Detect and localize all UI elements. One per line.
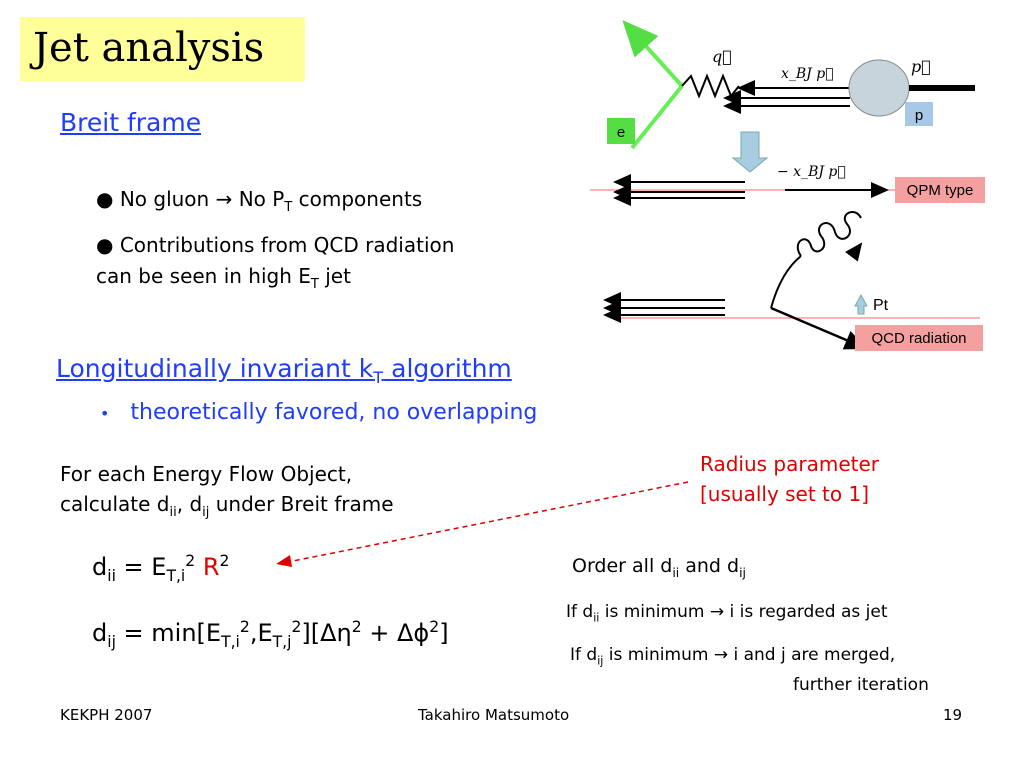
breit-frame-heading: Breit frame (60, 108, 202, 137)
bullet-contributions-line2: can be seen in high ET jet (96, 264, 351, 292)
radius-parameter-line1: Radius parameter (700, 452, 880, 476)
qcd-radiation-box (855, 325, 983, 351)
if-dii-rule: If dii is minimum → i is regarded as jet (566, 602, 888, 625)
right-arrow-icon: → (709, 602, 725, 622)
quark-outgoing-line (770, 306, 868, 350)
minus-xbj-label: − x_BJ p⃗ (777, 164, 846, 180)
p-vector-label: p⃗ (911, 57, 931, 76)
right-arrow-icon: → (215, 187, 233, 211)
slide-title: Jet analysis (33, 25, 265, 71)
footer-event: KEKPH 2007 (60, 706, 153, 724)
outgoing-electron-line (622, 20, 684, 88)
qpm-type-box (895, 177, 985, 203)
qpm-type-label: QPM type (907, 182, 974, 199)
quark-radiating-line (770, 255, 802, 309)
proton-blob (848, 59, 910, 117)
gluon-arrow (845, 242, 863, 262)
qcd-radiation-label: QCD radiation (871, 330, 966, 347)
if-dij-rule: If dij is minimum → i and j are merged, (570, 645, 896, 668)
bullet-contributions: ● Contributions from QCD radiation (96, 233, 455, 257)
dii-formula: dii = ET,i2 R2 (92, 552, 230, 585)
kt-bullet: • theoretically favored, no overlapping (100, 400, 538, 425)
incoming-electron-line (630, 84, 684, 150)
xbj-label: x_BJ p⃗ (781, 66, 834, 82)
radius-parameter-line2: [usually set to 1] (700, 482, 870, 506)
page-number: 19 (943, 706, 963, 724)
title-background (20, 17, 305, 81)
pt-label: Pt (873, 297, 889, 314)
efo-line1: For each Energy Flow Object, (60, 462, 353, 486)
bullet-dot-icon: ● (96, 233, 114, 257)
kt-algorithm-heading: Longitudinally invariant kT algorithm (56, 354, 512, 387)
bullet-no-gluon: ● No gluon → No PT components (96, 187, 423, 215)
feynman-diagram: e q⃗ x_BJ p⃗ p⃗ p − x_BJ p⃗ QPM type Pt … (590, 20, 985, 351)
radius-annotation-arrow (276, 481, 689, 567)
gluon-curl (796, 210, 862, 257)
down-arrow-icon (731, 131, 769, 173)
proton-box (905, 102, 933, 126)
order-text: Order all dii and dij (572, 555, 746, 580)
q-label: q⃗ (712, 47, 732, 66)
efo-line2: calculate dii, dij under Breit frame (60, 492, 394, 520)
photon-zigzag (681, 73, 740, 99)
dij-formula: dij = min[ET,i2,ET,j2][Δη2 + Δϕ2] (92, 618, 449, 651)
footer-author: Takahiro Matsumoto (418, 706, 570, 724)
electron-box (607, 118, 635, 144)
proton-label: p (915, 107, 923, 124)
if-dij-rule-line2: further iteration (793, 675, 929, 695)
electron-label: e (617, 124, 625, 141)
up-arrow-icon (854, 293, 868, 315)
bullet-small-dot-icon: • (100, 404, 110, 423)
right-arrow-icon: → (713, 645, 729, 665)
bullet-dot-icon: ● (96, 187, 114, 211)
